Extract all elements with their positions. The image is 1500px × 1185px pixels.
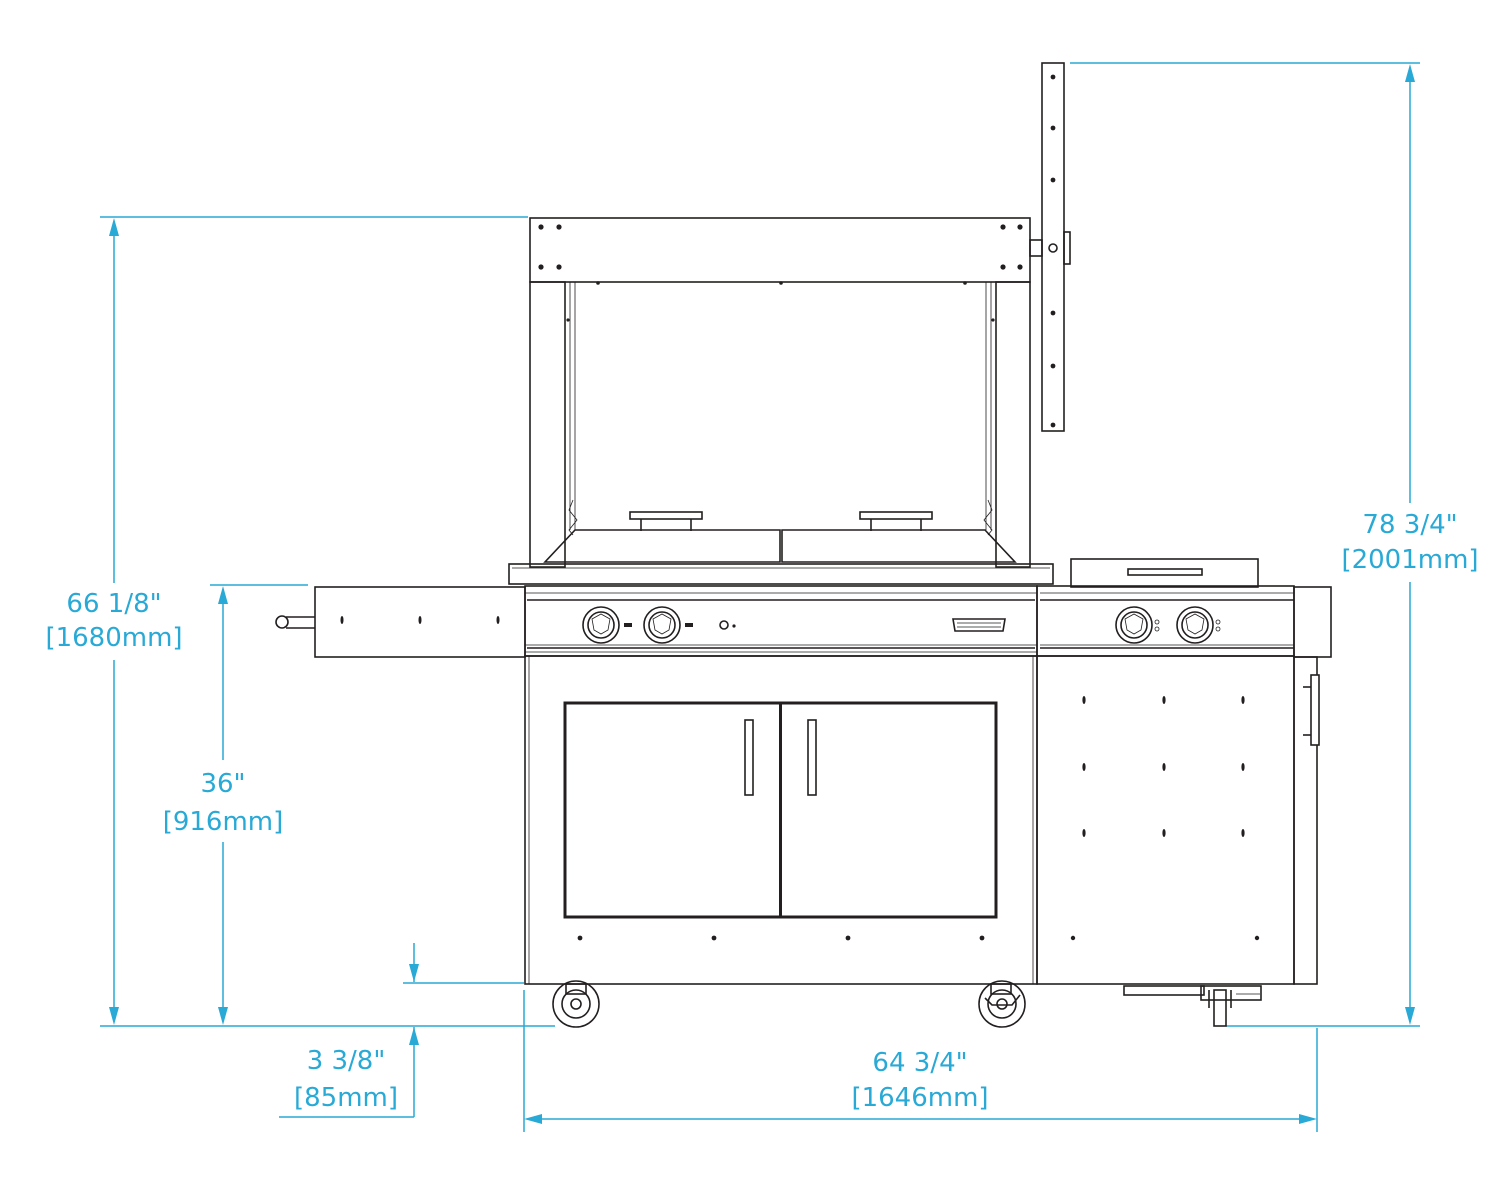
leveling-foot — [1123, 985, 1262, 1027]
frame-height-imperial: 66 1/8" — [66, 589, 161, 619]
burner-knob-2 — [643, 606, 693, 644]
ground-clearance-imperial: 3 3/8" — [307, 1046, 386, 1076]
ground-clearance-metric: [85mm] — [294, 1083, 398, 1113]
side-burner-knob-2 — [1176, 606, 1221, 644]
right-end-cap — [1293, 586, 1332, 658]
counter-height-metric: [916mm] — [163, 807, 284, 837]
total-height-imperial: 78 3/4" — [1362, 510, 1457, 540]
side-burner-lid — [1070, 558, 1259, 588]
dim-line-frame-height — [109, 218, 119, 1025]
grill-control-panel — [524, 585, 1038, 657]
canopy-frame — [529, 217, 1031, 568]
side-cabinet — [1036, 655, 1320, 985]
total-width-imperial: 64 3/4" — [872, 1048, 967, 1078]
caster-wheel-left — [552, 980, 600, 1028]
dim-line-ground-clearance — [279, 943, 419, 1118]
frame-height-metric: [1680mm] — [45, 623, 182, 653]
left-side-shelf — [275, 586, 526, 658]
grill-hood — [508, 511, 1054, 585]
dimension-labels: 78 3/4" [2001mm] 66 1/8" [1680mm] 36" [9… — [45, 510, 1478, 1113]
counter-height-imperial: 36" — [200, 769, 245, 799]
dim-line-total-height — [1405, 64, 1415, 1025]
side-mast — [1029, 62, 1071, 432]
dim-line-total-width — [524, 1114, 1317, 1124]
side-burner-panel — [1036, 585, 1295, 657]
total-height-metric: [2001mm] — [1341, 545, 1478, 575]
brand-badge-logo — [952, 618, 1006, 632]
caster-wheel-right — [978, 980, 1026, 1028]
main-cabinet — [524, 655, 1038, 985]
total-width-metric: [1646mm] — [851, 1083, 988, 1113]
dimension-lines — [100, 62, 1420, 1132]
dim-line-counter-height — [218, 586, 228, 1025]
side-burner-knob-1 — [1115, 606, 1160, 644]
burner-knob-1 — [582, 606, 632, 644]
